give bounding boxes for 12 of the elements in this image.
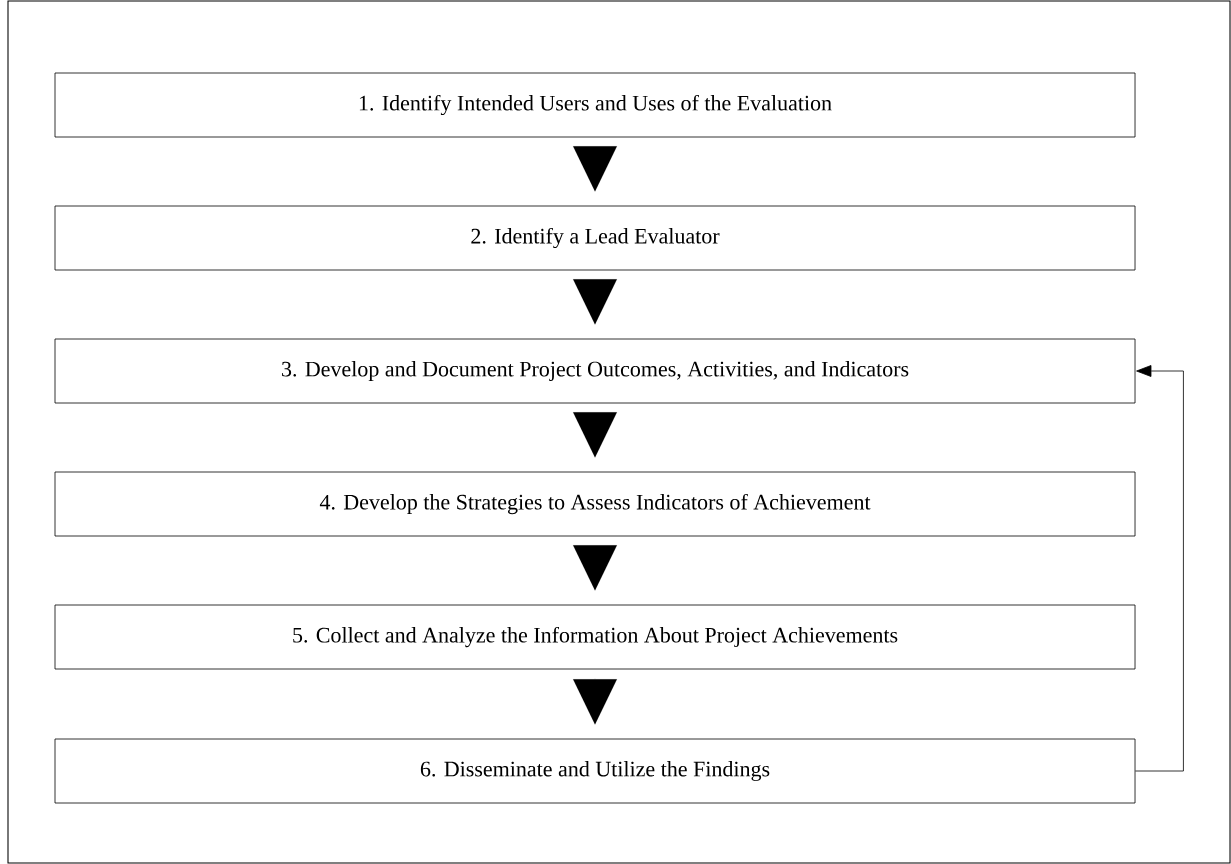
feedback-arrow <box>1135 365 1184 772</box>
arrow <box>573 146 617 192</box>
step-box: 1. Identify Intended Users and Uses of the Evaluation <box>54 72 1136 138</box>
step-box: 3. Develop and Document Project Outcomes, Activities, and Indicators <box>54 338 1136 404</box>
arrow <box>573 545 617 591</box>
step-box: 5. Collect and Analyze the Information About Project Achievements <box>54 604 1136 670</box>
arrow <box>573 678 617 725</box>
step-box: 2. Identify a Lead Evaluator <box>54 205 1136 271</box>
step-box: 4. Develop the Strategies to Assess Indicators of Achievement <box>54 471 1136 537</box>
arrow <box>573 412 617 458</box>
arrow <box>573 279 617 325</box>
step-box: 6. Disseminate and Utilize the Findings <box>54 738 1136 804</box>
